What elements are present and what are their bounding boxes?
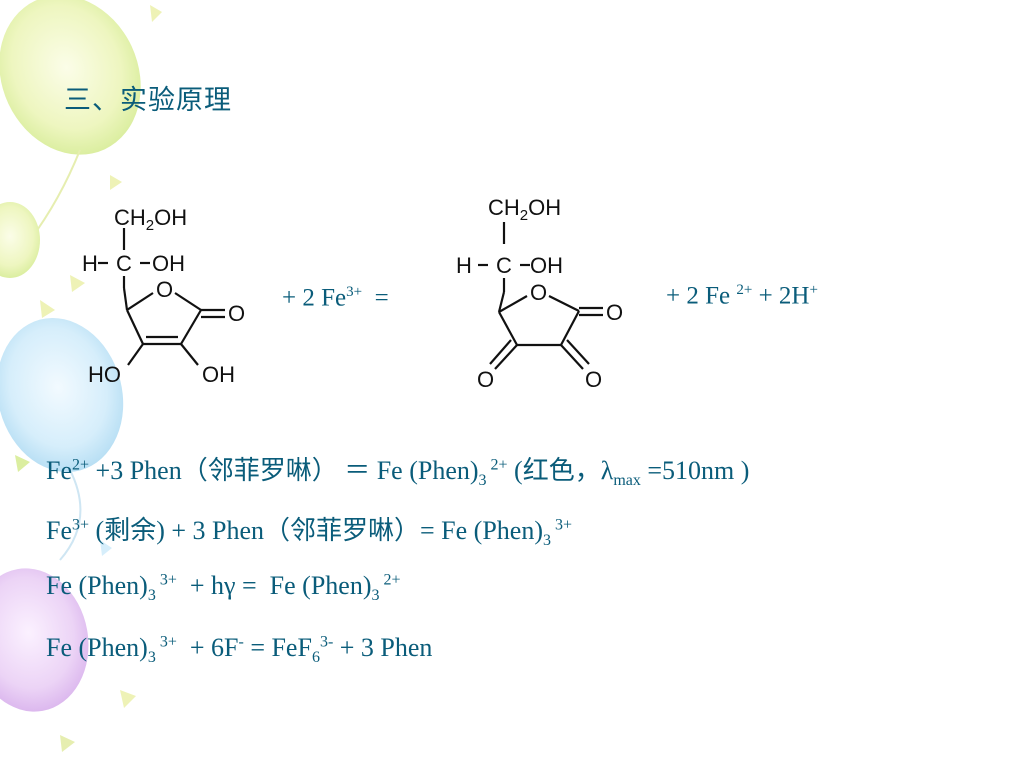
- oh-atom: OH: [530, 253, 563, 278]
- svg-text:CH2OH: CH2OH: [114, 205, 187, 234]
- carbonyl-oxygen: O: [606, 300, 623, 325]
- svg-text:CH2OH: CH2OH: [488, 195, 561, 224]
- c-atom: C: [116, 251, 132, 276]
- equation-line-3: Fe (Phen)3 3+ + hγ = Fe (Phen)3 2+: [46, 571, 401, 605]
- oh-group: OH: [202, 362, 235, 387]
- carbonyl-oxygen: O: [228, 301, 245, 326]
- h-atom: H: [82, 251, 98, 276]
- oh-label: OH: [528, 195, 561, 220]
- ascorbic-acid-structure: CH2OH H C OH O O HO OH: [82, 205, 245, 387]
- oh-atom: OH: [152, 251, 185, 276]
- dehydroascorbic-acid-structure: CH2OH H C OH O O O O: [456, 195, 623, 392]
- keto-oxygen-right: O: [585, 367, 602, 392]
- reaction1-product: + 2 Fe 2+ + 2H+: [666, 282, 818, 310]
- ring-oxygen: O: [156, 277, 173, 302]
- equation-line-4: Fe (Phen)3 3+ + 6F- = FeF63- + 3 Phen: [46, 633, 433, 667]
- subscript-2: 2: [146, 217, 154, 234]
- ho-group: HO: [88, 362, 121, 387]
- equation-line-2: Fe3+ (剩余) + 3 Phen（邻菲罗啉）= Fe (Phen)3 3+: [46, 516, 573, 550]
- h-atom: H: [456, 253, 472, 278]
- equation-line-1: Fe2+ +3 Phen（邻菲罗啉） ＝ Fe (Phen)3 2+ (红色，λ…: [46, 456, 750, 490]
- ch-label: CH: [114, 205, 146, 230]
- ring-oxygen: O: [530, 280, 547, 305]
- reaction1-reactant: + 2 Fe3+ =: [282, 284, 389, 312]
- keto-oxygen-left: O: [477, 367, 494, 392]
- slide-title: 三、实验原理: [64, 85, 232, 116]
- ch-label: CH: [488, 195, 520, 220]
- c-atom: C: [496, 253, 512, 278]
- oh-label: OH: [154, 205, 187, 230]
- subscript-2: 2: [520, 207, 528, 224]
